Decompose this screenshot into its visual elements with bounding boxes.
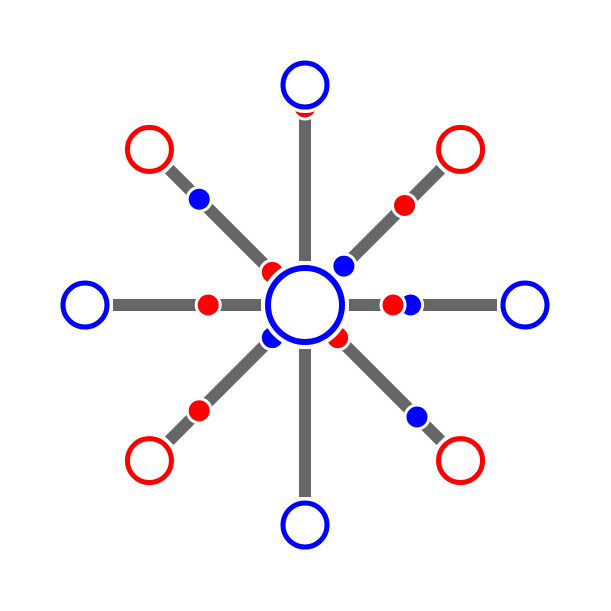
- blue-node-n[interactable]: [280, 60, 330, 110]
- red-node-nw[interactable]: [124, 124, 174, 174]
- blue-token[interactable]: [330, 252, 358, 280]
- red-token[interactable]: [379, 291, 407, 319]
- blue-node-w[interactable]: [60, 280, 110, 330]
- red-node-sw[interactable]: [124, 436, 174, 486]
- red-node-ne[interactable]: [436, 124, 486, 174]
- red-node-se[interactable]: [436, 436, 486, 486]
- blue-node-s[interactable]: [280, 500, 330, 550]
- edge-nw: [164, 164, 279, 279]
- edge-ne: [331, 164, 446, 279]
- red-token[interactable]: [185, 397, 213, 425]
- red-token[interactable]: [194, 291, 222, 319]
- red-token[interactable]: [391, 191, 419, 219]
- blue-token[interactable]: [403, 403, 431, 431]
- edge-sw: [164, 331, 279, 446]
- blue-token[interactable]: [185, 185, 213, 213]
- hub-node[interactable]: [265, 265, 345, 345]
- blue-node-e[interactable]: [500, 280, 550, 330]
